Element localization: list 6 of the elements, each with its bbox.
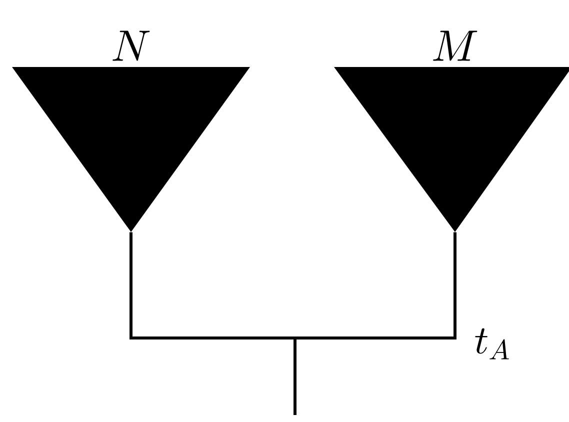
triangle-symbol	[334, 67, 569, 232]
time-label: $t_A$	[475, 328, 509, 360]
node-label: $M$	[433, 30, 478, 61]
triangle-symbol	[12, 67, 250, 232]
connector-line	[294, 232, 456, 415]
node-label: $N$	[112, 30, 150, 61]
